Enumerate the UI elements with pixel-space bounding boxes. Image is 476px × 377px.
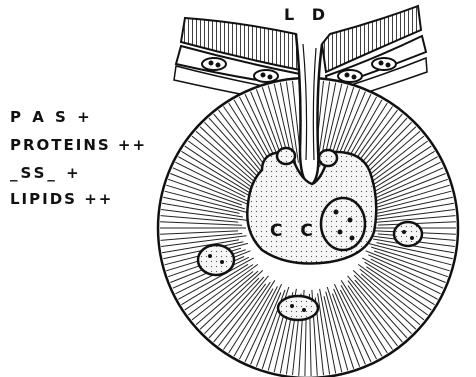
granule-in-cavity [321, 198, 365, 250]
granule-upper-right [319, 150, 337, 166]
granule-right [394, 222, 422, 246]
stain-lipids: LIPIDS ++ [10, 190, 113, 208]
granule-bottom [278, 296, 318, 320]
stain-pas: P A S + [10, 108, 93, 126]
granule-upper-left [277, 148, 295, 164]
stain-disulfide: _SS_ + [10, 164, 82, 182]
central-cavity-label: C C [270, 222, 319, 240]
granule-left [198, 245, 234, 275]
duct [296, 34, 322, 186]
stain-proteins: PROTEINS ++ [10, 136, 147, 154]
duct-label: L D [284, 6, 331, 24]
